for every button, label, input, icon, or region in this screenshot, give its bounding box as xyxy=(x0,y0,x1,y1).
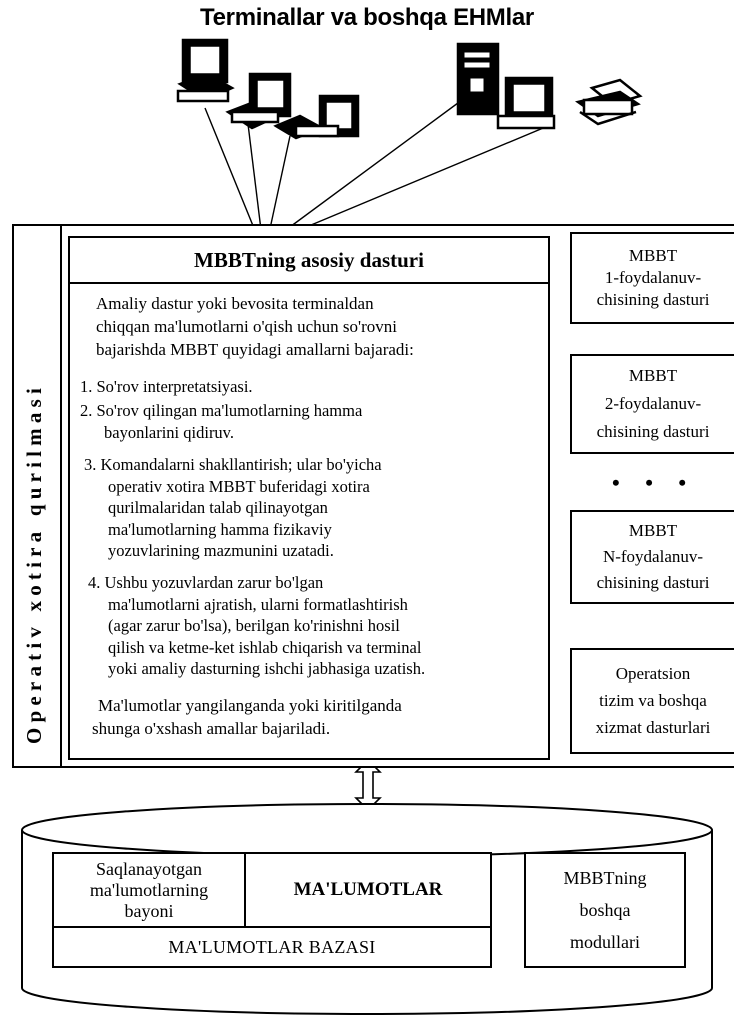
main-program-box xyxy=(68,236,550,760)
intro-line: chiqqan ma'lumotlarni o'qish uchun so'ro… xyxy=(96,317,397,336)
main-title-divider xyxy=(68,282,550,284)
side-box-line: chisining dasturi xyxy=(596,422,710,441)
page-title: Terminallar va boshqa EHMlar xyxy=(200,4,534,31)
outro-paragraph: Ma'lumotlar yangilanganda yoki kiritilga… xyxy=(92,694,538,740)
step-line: bayonlarini qidiruv. xyxy=(104,422,234,442)
connection-lines xyxy=(204,99,549,239)
side-box-line: chisining dasturi xyxy=(596,573,710,592)
intro-line: bajarishda MBBT quyidagi amallarni bajar… xyxy=(96,340,414,359)
descriptor-line: ma'lumotlarning xyxy=(89,879,209,900)
step-3: 3. Komandalarni shakllantirish; ular bo'… xyxy=(84,454,382,562)
computer-icon xyxy=(496,76,556,130)
step-4: 4. Ushbu yozuvlardan zarur bo'lgan ma'lu… xyxy=(88,572,425,680)
vertical-double-arrow-icon xyxy=(354,758,382,812)
computer-icon xyxy=(176,38,235,103)
outro-line: shunga o'xshash amallar bajariladi. xyxy=(92,719,331,738)
ellipsis: • • • xyxy=(612,470,697,495)
user-program-box-1: MBBT 1-foydalanuv- chisining dasturi xyxy=(570,232,734,324)
database-box xyxy=(52,852,492,968)
memory-frame-divider xyxy=(60,224,62,768)
step-line: 4. Ushbu yozuvlardan zarur bo'lgan xyxy=(88,573,324,592)
data-cell: MA'LUMOTLAR xyxy=(293,879,443,900)
modules-line: modullari xyxy=(570,932,640,952)
step-line: operativ xotira MBBT buferidagi xotira xyxy=(108,476,370,496)
computer-tower-icon xyxy=(456,42,500,116)
printer-icon xyxy=(575,78,643,126)
side-box-line: Operatsion xyxy=(615,664,691,683)
db-cell-divider-v xyxy=(244,852,246,928)
side-box-line: 2-foydalanuv- xyxy=(604,394,702,413)
side-box-line: 1-foydalanuv- xyxy=(604,268,702,287)
side-box-line: xizmat dasturlari xyxy=(595,718,711,737)
side-box-line: MBBT xyxy=(628,246,678,265)
intro-paragraph: Amaliy dastur yoki bevosita terminaldan … xyxy=(96,292,536,361)
step-line: qilish va ketme-ket ishlab chiqarish va … xyxy=(108,637,422,657)
os-services-box: Operatsion tizim va boshqa xizmat dastur… xyxy=(570,648,734,754)
outro-line: Ma'lumotlar yangilanganda yoki kiritilga… xyxy=(98,696,402,715)
computer-icon xyxy=(273,94,360,140)
side-box-line: MBBT xyxy=(628,366,678,385)
main-program-title: MBBTning asosiy dasturi xyxy=(194,247,424,272)
step-line: 2. So'rov qilingan ma'lumotlarning hamma xyxy=(80,401,363,420)
modules-line: MBBTning xyxy=(563,868,647,888)
side-box-line: N-foydalanuv- xyxy=(602,547,704,566)
descriptor-line: Saqlanayotgan xyxy=(96,858,202,879)
side-box-line: MBBT xyxy=(628,521,678,540)
step-line: qurilmalaridan talab qilinayotgan xyxy=(108,498,328,517)
other-modules-box: MBBTning boshqa modullari xyxy=(524,852,686,968)
step-line: yoki amaliy dasturning ishchi jabhasiga … xyxy=(108,659,426,678)
computer-icon xyxy=(225,72,292,130)
step-2: 2. So'rov qilingan ma'lumotlarning hamma… xyxy=(80,400,362,443)
database-label: MA'LUMOTLAR BAZASI xyxy=(168,936,376,957)
memory-label: Operativ xotira qurilmasi xyxy=(22,383,46,744)
step-line: (agar zarur bo'lsa), berilgan ko'rinishn… xyxy=(108,616,400,635)
user-program-box-2: MBBT 2-foydalanuv- chisining dasturi xyxy=(570,354,734,454)
step-line: yozuvlarining mazmunini uzatadi. xyxy=(108,541,334,560)
step-line: 1. So'rov interpretatsiyasi. xyxy=(80,377,253,396)
modules-line: boshqa xyxy=(579,900,631,920)
step-line: ma'lumotlarning hamma fizikaviy xyxy=(108,519,332,539)
intro-line: Amaliy dastur yoki bevosita terminaldan xyxy=(96,294,374,313)
side-box-line: chisining dasturi xyxy=(596,290,710,309)
step-line: 3. Komandalarni shakllantirish; ular bo'… xyxy=(84,455,382,474)
step-line: ma'lumotlarni ajratish, ularni formatlas… xyxy=(108,594,408,614)
user-program-box-n: MBBT N-foydalanuv- chisining dasturi xyxy=(570,510,734,604)
data-descriptor-cell: Saqlanayotgan ma'lumotlarning bayoni xyxy=(54,854,244,926)
side-box-line: tizim va boshqa xyxy=(599,691,707,710)
descriptor-line: bayoni xyxy=(124,900,174,921)
db-cell-divider-h xyxy=(52,926,492,928)
step-1: 1. So'rov interpretatsiyasi. xyxy=(80,376,253,398)
